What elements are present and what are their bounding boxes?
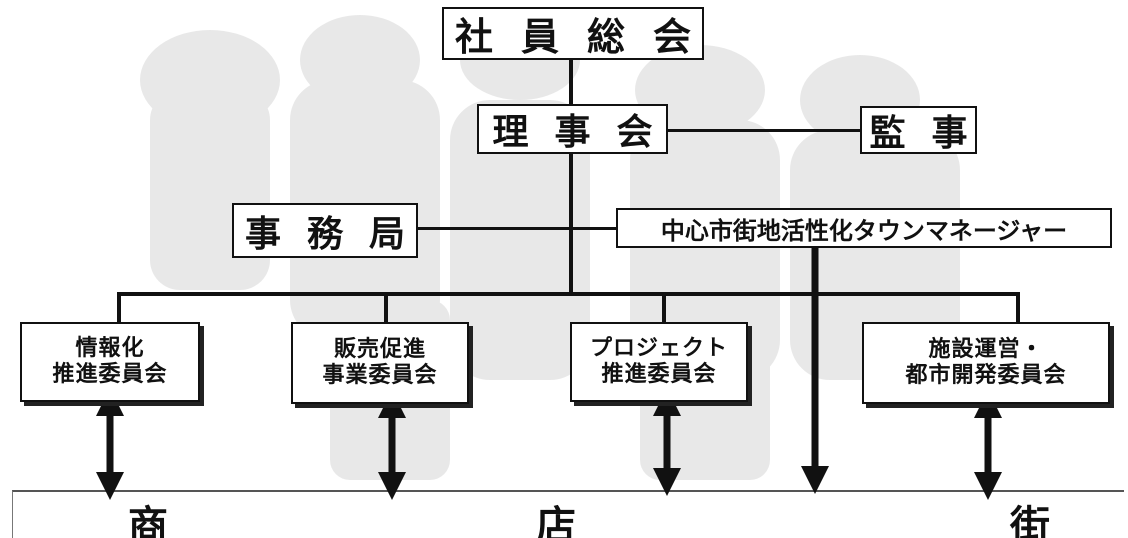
shopping-street-band: [12, 490, 1124, 538]
street-char-2: 店: [536, 503, 576, 538]
committee-box-facilities: 施設運営・ 都市開発委員会: [862, 322, 1110, 404]
committee-sales-line2: 事業委員会: [322, 363, 438, 388]
committee-facilities-line1: 施設運営・: [928, 337, 1044, 362]
connector-drop-2: [384, 292, 388, 322]
street-char-3: 街: [1010, 503, 1050, 538]
committee-info-line2: 推進委員会: [52, 362, 168, 387]
connector-drop-3: [662, 292, 666, 322]
general-meeting-label: 社員総会: [455, 15, 720, 59]
connector-drop-4: [1016, 292, 1020, 322]
auditor-box: 監事: [860, 106, 977, 154]
connector-committee-bus: [117, 292, 1019, 296]
street-char-1: 商: [128, 503, 168, 538]
committee-project-line2: 推進委員会: [601, 362, 717, 387]
connector-board-trunk: [569, 153, 573, 295]
secretariat-box: 事務局: [232, 203, 418, 258]
town-manager-label: 中心市街地活性化タウンマネージャー: [660, 216, 1068, 245]
committee-box-info: 情報化 推進委員会: [20, 322, 200, 402]
committee-box-sales: 販売促進 事業委員会: [291, 322, 469, 404]
committee-sales-line1: 販売促進: [333, 337, 426, 362]
committee-box-project: プロジェクト 推進委員会: [570, 322, 748, 402]
committee-facilities-line2: 都市開発委員会: [905, 363, 1067, 388]
board-box: 理事会: [477, 104, 668, 154]
connector-general-to-board: [569, 60, 573, 104]
secretariat-label: 事務局: [245, 213, 432, 255]
auditor-label: 監事: [869, 113, 994, 154]
town-manager-box: 中心市街地活性化タウンマネージャー: [616, 208, 1112, 248]
general-meeting-box: 社員総会: [442, 7, 704, 60]
connector-drop-1: [117, 292, 121, 322]
committee-project-line1: プロジェクト: [589, 336, 728, 361]
committee-info-line1: 情報化: [75, 336, 145, 361]
connector-secretariat-to-manager: [418, 227, 616, 230]
connector-board-to-auditor: [668, 129, 860, 132]
board-label: 理事会: [492, 112, 679, 153]
